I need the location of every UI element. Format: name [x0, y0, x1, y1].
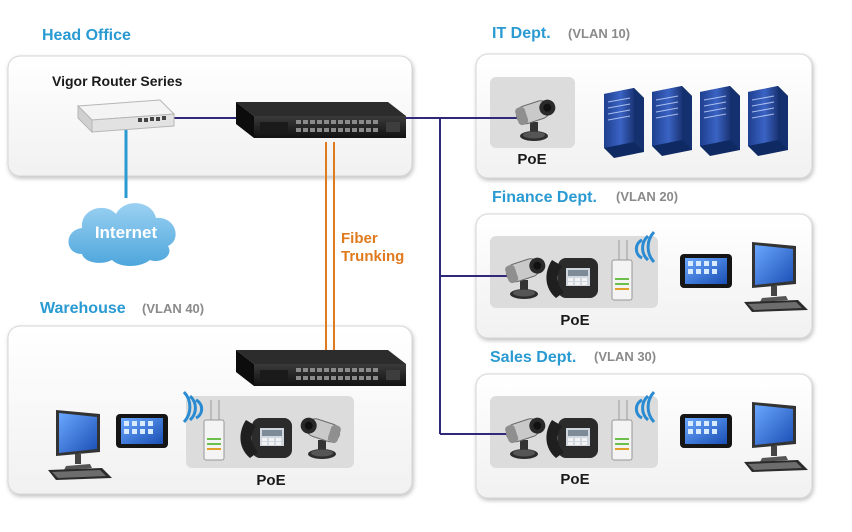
cloud-icon — [68, 203, 176, 266]
finance-dept-vlan: (VLAN 20) — [616, 189, 678, 204]
finance-poe-label: PoE — [560, 312, 589, 329]
switch-icon — [236, 102, 406, 138]
warehouse-title: Warehouse — [40, 300, 126, 317]
phone-icon — [240, 418, 292, 458]
vigor-router-label: Vigor Router Series — [52, 73, 183, 89]
switch-icon — [236, 350, 406, 386]
warehouse-vlan: (VLAN 40) — [142, 301, 204, 316]
phone-icon — [546, 418, 598, 458]
sales-poe-label: PoE — [560, 471, 589, 488]
sales-dept-title: Sales Dept. — [490, 349, 576, 366]
server-icon — [747, 85, 789, 157]
warehouse-poe-label: PoE — [256, 472, 285, 489]
finance-dept-title: Finance Dept. — [492, 189, 597, 206]
it-dept-title: IT Dept. — [492, 25, 551, 42]
head-office-panel — [7, 55, 413, 177]
head-office-title: Head Office — [42, 27, 131, 44]
internet-label: Internet — [95, 223, 158, 242]
server-icon — [603, 87, 645, 159]
tablet-icon — [680, 254, 732, 288]
connection-lines — [124, 117, 520, 435]
router-icon — [76, 99, 176, 134]
it-dept-vlan: (VLAN 10) — [568, 26, 630, 41]
tablet-icon — [116, 414, 168, 448]
sales-dept-vlan: (VLAN 30) — [594, 349, 656, 364]
tablet-icon — [680, 414, 732, 448]
phone-icon — [546, 258, 598, 298]
it-poe-label: PoE — [517, 151, 546, 168]
trunking-label: Trunking — [341, 248, 404, 265]
server-icon — [699, 85, 741, 157]
server-icon — [651, 85, 693, 157]
fiber-label: Fiber — [341, 230, 378, 247]
